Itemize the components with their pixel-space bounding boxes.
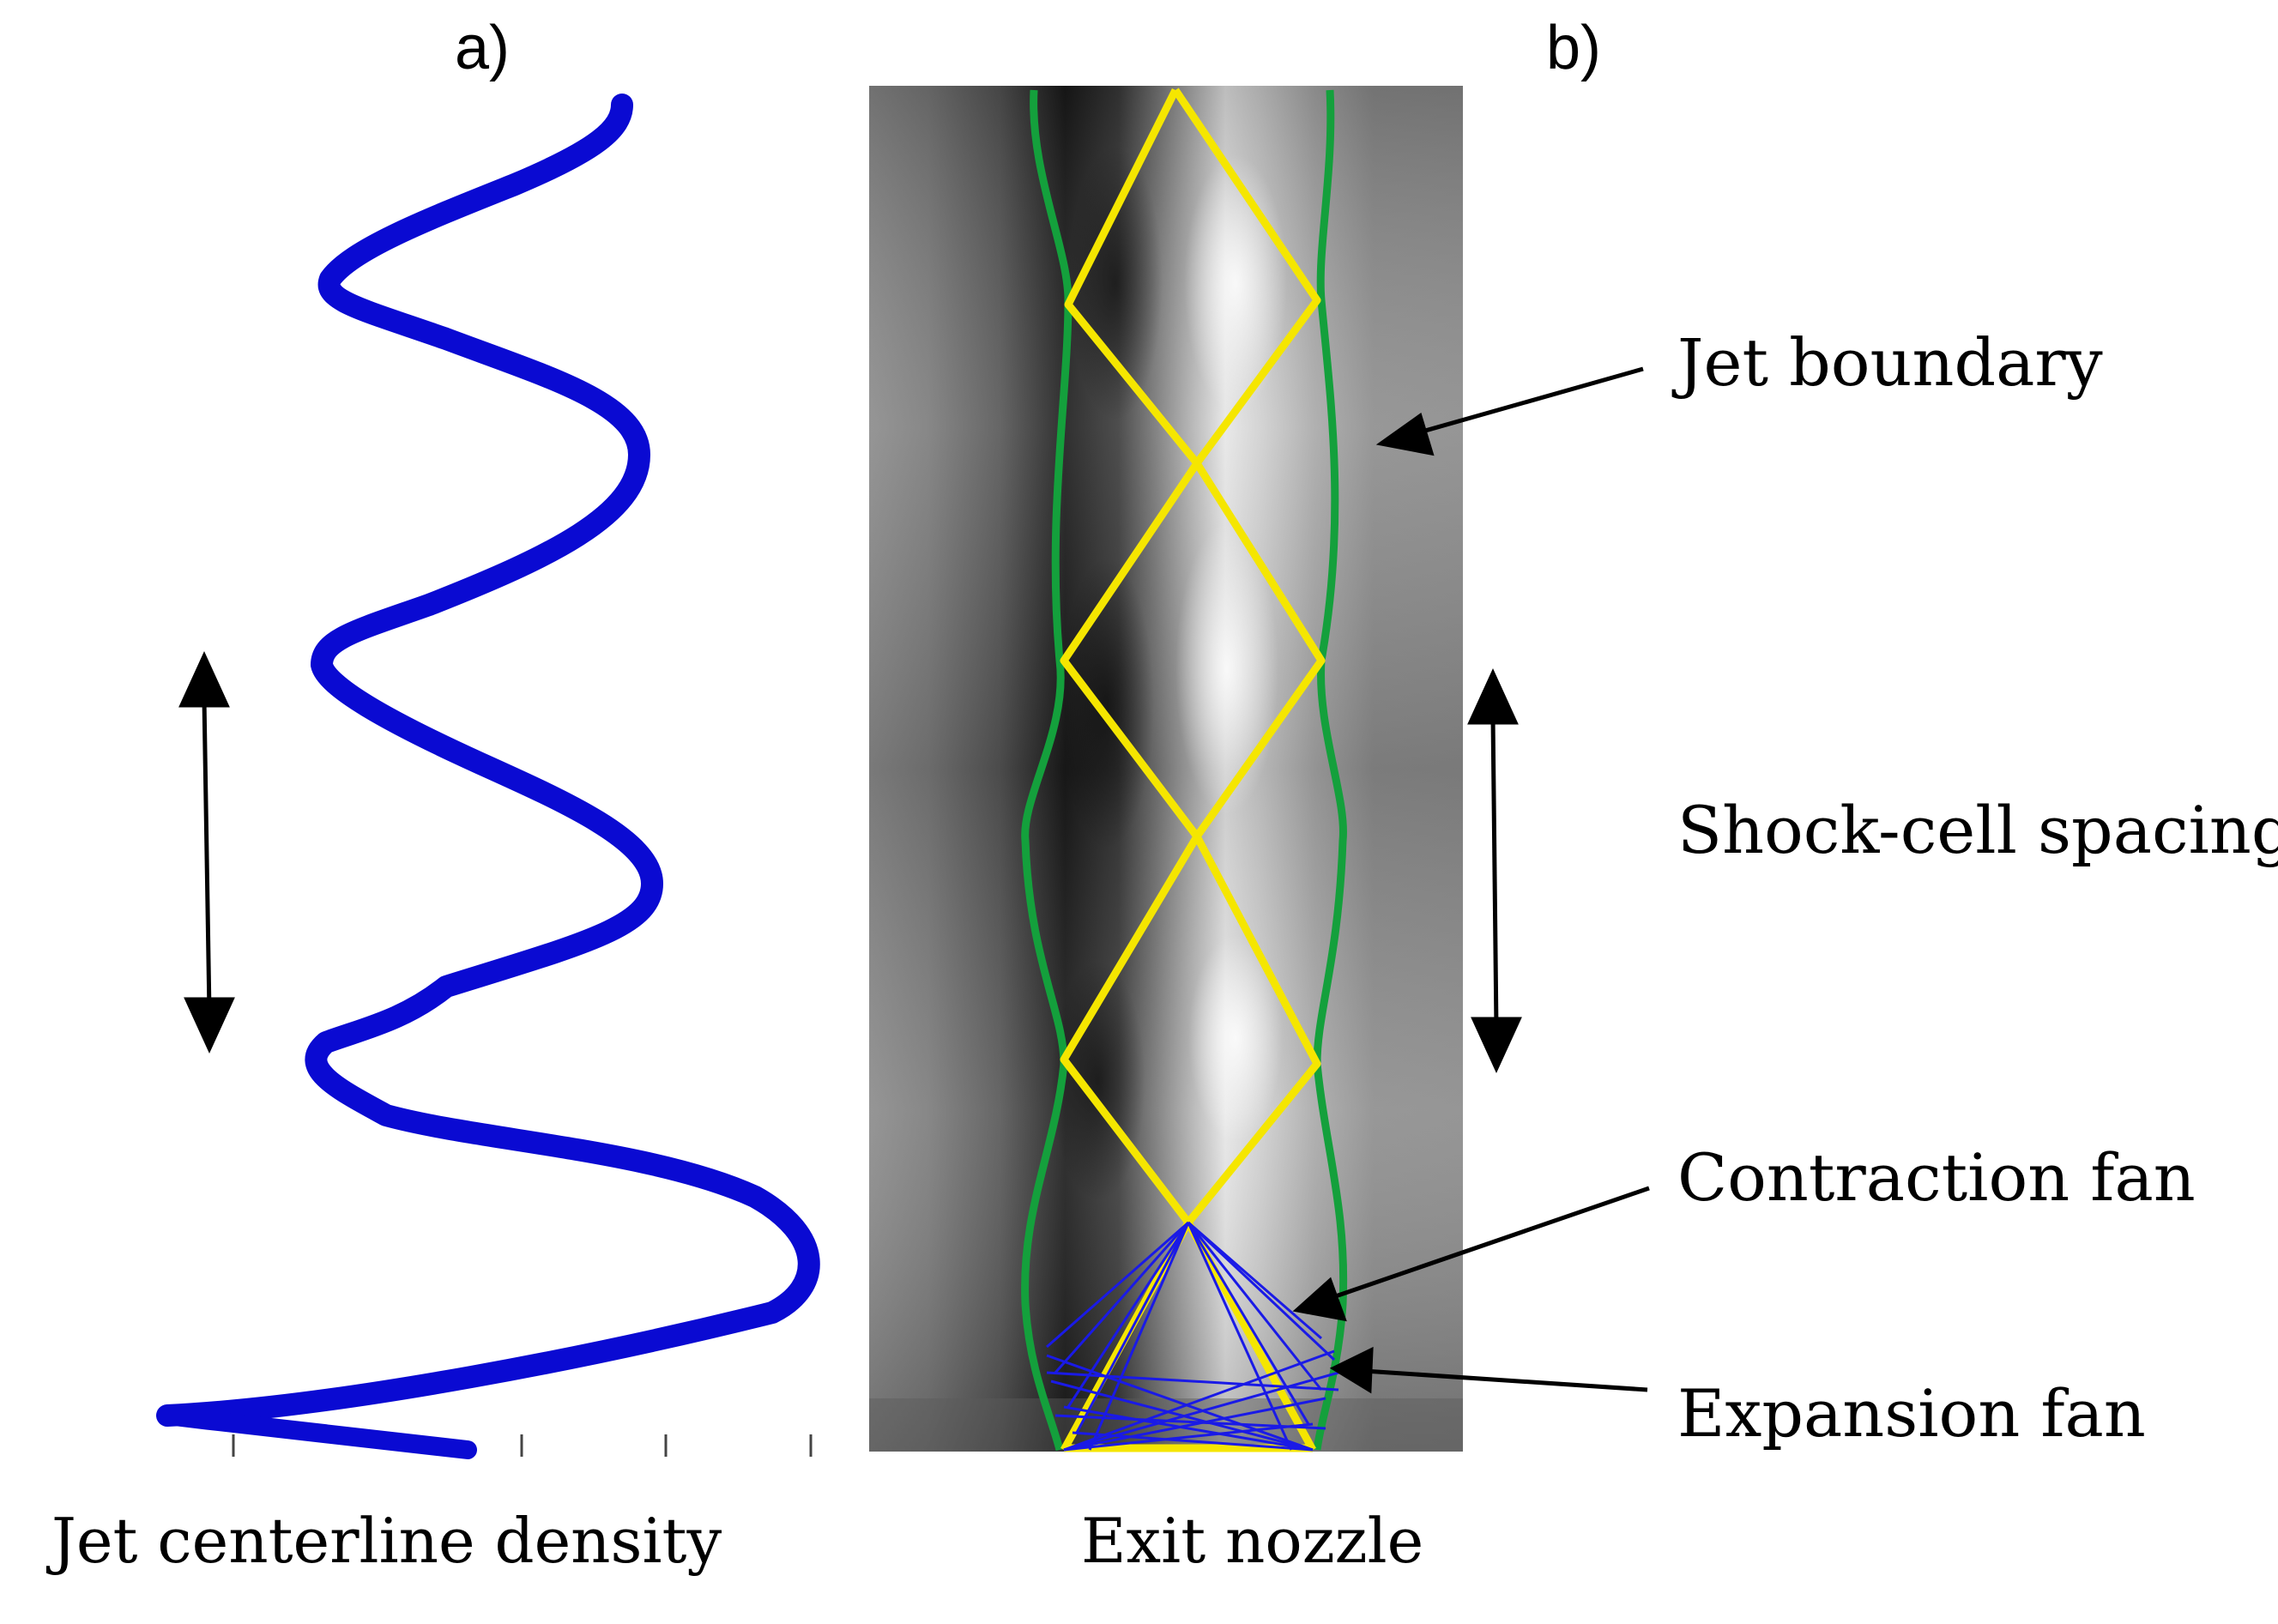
expansion-fan bbox=[1046, 1349, 1339, 1452]
density-curve-tail bbox=[158, 1406, 477, 1459]
contraction-fan-pointer bbox=[1325, 1186, 1650, 1302]
expansion-fan-label: Expansion fan bbox=[1677, 1375, 2146, 1452]
contraction-fan-label: Contraction fan bbox=[1677, 1139, 2196, 1216]
shock-panel bbox=[869, 86, 1463, 1452]
shock-lines-left-chain bbox=[1060, 88, 1201, 1452]
spacing-arrow-right bbox=[1467, 667, 1522, 1074]
x-axis-ticks bbox=[232, 1434, 813, 1457]
shock-lines-right-chain bbox=[1172, 88, 1326, 1452]
density-curve bbox=[156, 94, 820, 1427]
panel-a-label: a) bbox=[455, 14, 511, 82]
shock-cell-spacing-label: Shock-cell spacing bbox=[1677, 792, 2278, 868]
jet-boundary-right bbox=[1313, 89, 1348, 1451]
jet-boundary-pointer bbox=[1406, 366, 1644, 438]
jet-boundary-label: Jet boundary bbox=[1677, 324, 2103, 401]
panel-b-label: b) bbox=[1546, 14, 1602, 82]
annotation-arrows bbox=[1292, 366, 1650, 1394]
expansion-fan-pointer bbox=[1363, 1368, 1648, 1392]
density-panel bbox=[156, 94, 820, 1459]
spacing-arrow-left bbox=[178, 650, 235, 1054]
left-caption: Jet centerline density bbox=[51, 1505, 722, 1577]
right-caption: Exit nozzle bbox=[1081, 1505, 1424, 1577]
